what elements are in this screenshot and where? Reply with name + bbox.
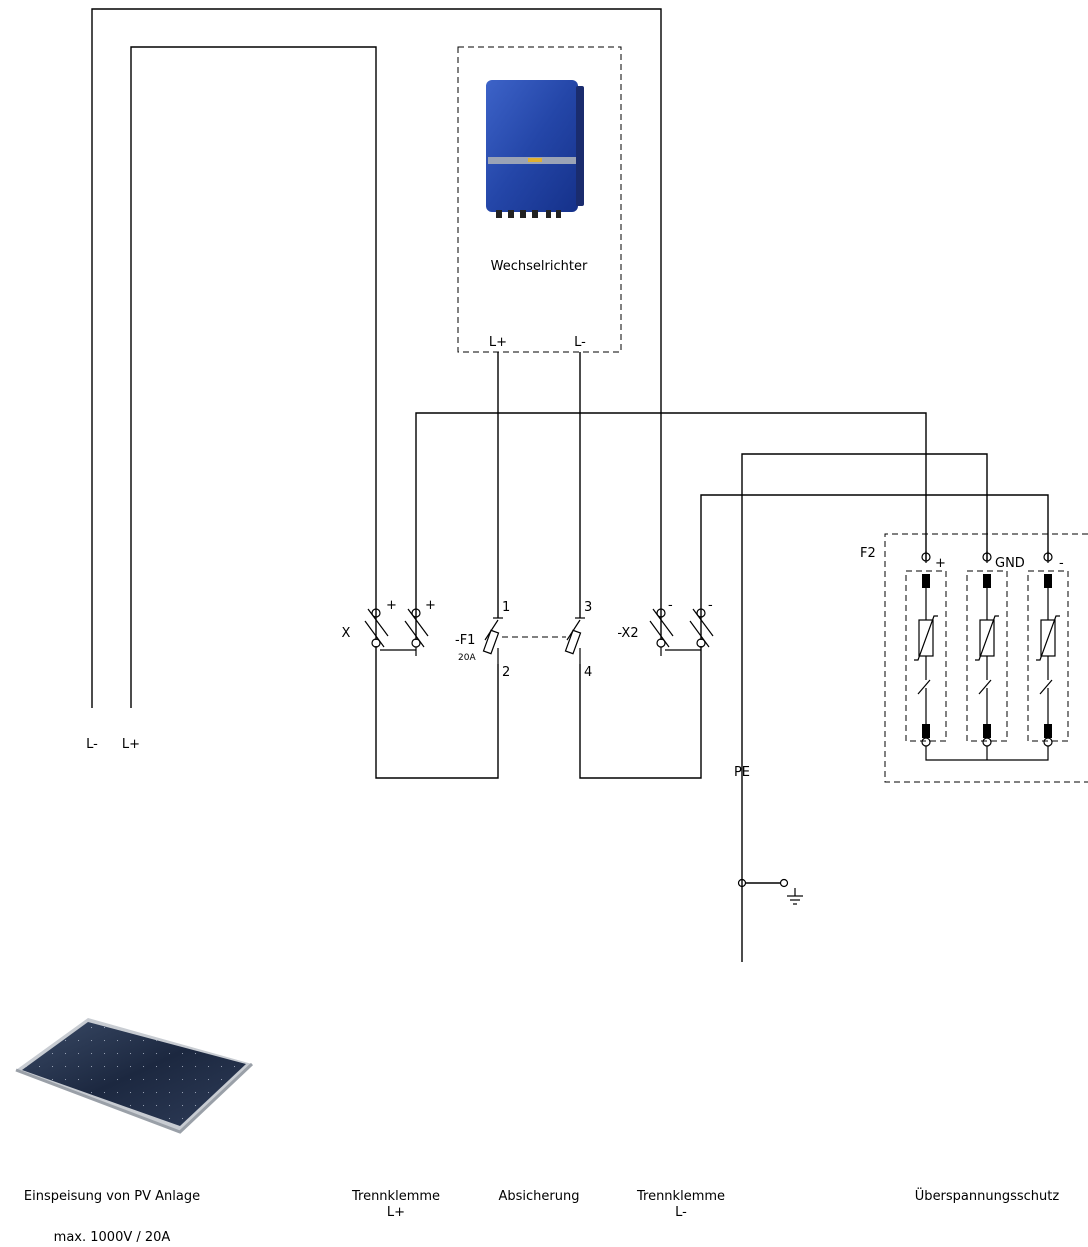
inverter-boundary bbox=[457, 46, 622, 353]
caption-fusing: Absicherung bbox=[499, 1189, 580, 1204]
caption-pv-feed: Einspeisung von PV Anlage bbox=[24, 1189, 200, 1204]
wire-pv-plus bbox=[130, 46, 377, 708]
surge-terminal-minus: - bbox=[1059, 556, 1064, 571]
fuse-rating: 20A bbox=[458, 653, 476, 663]
caption-isolator-plus-1: Trennklemme bbox=[351, 1189, 440, 1204]
terminal-x2-sign-2: - bbox=[708, 598, 713, 613]
wire-pv-minus bbox=[91, 8, 662, 708]
inverter-label: Wechselrichter bbox=[491, 259, 588, 274]
terminal-x-sign-1: + bbox=[386, 598, 397, 613]
wire-plus-bus bbox=[415, 412, 927, 640]
surge-name: F2 bbox=[860, 546, 876, 561]
wire-loop-plus bbox=[375, 646, 499, 779]
wire-pe-bus bbox=[741, 453, 988, 880]
terminal-x2: -X2 - - bbox=[617, 598, 714, 656]
wire-loop-minus bbox=[579, 646, 702, 779]
surge-boundary bbox=[884, 533, 1088, 783]
inverter: Wechselrichter L+ L- bbox=[457, 46, 622, 353]
surge-terminal-gnd: GND bbox=[995, 556, 1025, 571]
caption-surge-protection: Überspannungsschutz bbox=[915, 1187, 1060, 1204]
pv-terminal-minus: L- bbox=[86, 737, 98, 752]
pe-label: PE bbox=[734, 765, 750, 780]
fuse-pin-2: 2 bbox=[502, 665, 510, 680]
terminal-x-sign-2: + bbox=[425, 598, 436, 613]
pv-panel-icon bbox=[15, 1018, 254, 1134]
surge-terminal-plus: + bbox=[935, 556, 946, 571]
fuse-name: -F1 bbox=[455, 633, 475, 648]
fuse-f1: -F1 20A 1 2 3 4 bbox=[455, 600, 592, 680]
caption-pv-rating: max. 1000V / 20A bbox=[54, 1230, 171, 1245]
fuse-pin-3: 3 bbox=[584, 600, 592, 615]
earth-symbol bbox=[787, 888, 803, 905]
inverter-terminal-plus: L+ bbox=[489, 335, 507, 350]
inverter-icon bbox=[486, 80, 584, 218]
inverter-terminal-minus: L- bbox=[574, 335, 586, 350]
surge-protector-f2: F2 + bbox=[860, 533, 1088, 783]
terminal-x: X + + bbox=[342, 598, 436, 656]
wire-minus-bus bbox=[700, 494, 1049, 640]
pv-terminal-plus: L+ bbox=[122, 737, 140, 752]
circuit-wiring bbox=[375, 352, 1049, 962]
fuse-pin-4: 4 bbox=[584, 665, 592, 680]
pv-wiring bbox=[91, 8, 662, 708]
caption-isolator-minus-2: L- bbox=[675, 1205, 687, 1220]
surge-module-minus: - bbox=[1027, 551, 1069, 747]
surge-module-gnd: GND bbox=[966, 551, 1025, 747]
fuse-pin-1: 1 bbox=[502, 600, 510, 615]
terminal-x2-name: -X2 bbox=[617, 626, 638, 641]
caption-isolator-minus-1: Trennklemme bbox=[636, 1189, 725, 1204]
terminal-x-name: X bbox=[342, 626, 351, 641]
caption-isolator-plus-2: L+ bbox=[387, 1205, 405, 1220]
surge-module-plus: + bbox=[905, 551, 947, 747]
terminal-x2-sign-1: - bbox=[668, 598, 673, 613]
